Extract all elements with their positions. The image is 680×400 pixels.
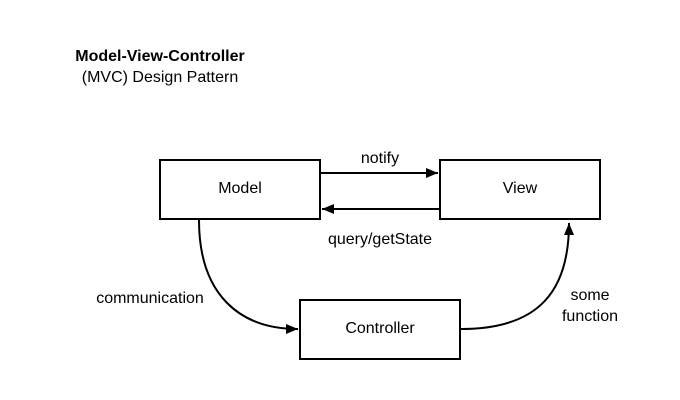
diagram-title: Model-View-Controller (75, 48, 245, 65)
some-function-edge: some function (460, 222, 618, 330)
controller-box (299, 299, 461, 360)
controller-node: Controller (299, 299, 461, 360)
view-label: View (503, 180, 538, 197)
some-function-arrow (460, 222, 574, 330)
some-function-label-line2: function (562, 308, 618, 325)
notify-edge: notify (321, 150, 438, 178)
model-label: Model (218, 180, 262, 197)
view-box (439, 159, 601, 220)
query-edge: query/getState (322, 204, 439, 248)
notify-label: notify (361, 150, 399, 167)
diagram-subtitle: (MVC) Design Pattern (81, 69, 239, 86)
communication-label: communication (96, 290, 204, 307)
view-node: View (439, 159, 601, 220)
model-box (159, 159, 321, 220)
communication-edge: communication (96, 219, 299, 334)
query-label: query/getState (328, 231, 432, 248)
model-node: Model (159, 159, 321, 220)
controller-label: Controller (345, 320, 415, 337)
some-function-label-line1: some (570, 287, 609, 304)
communication-arrow (198, 219, 299, 334)
